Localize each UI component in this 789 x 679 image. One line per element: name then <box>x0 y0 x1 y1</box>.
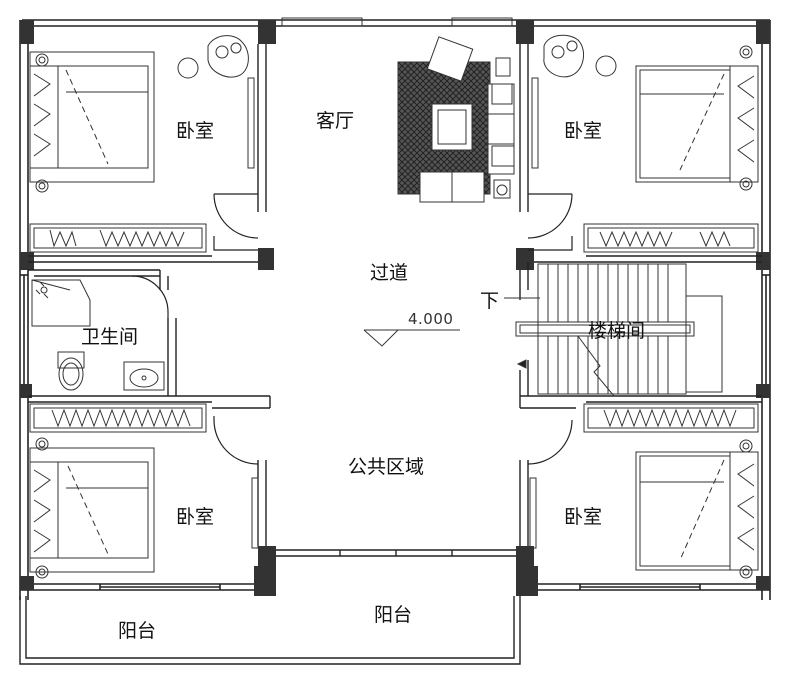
balcony <box>19 596 521 665</box>
bed-top-left <box>29 35 249 193</box>
wardrobe-top-left <box>29 223 207 253</box>
structural-columns <box>20 20 770 596</box>
room-label-living-room: 客厅 <box>316 110 355 132</box>
wardrobe-bottom-left <box>29 403 207 433</box>
stair-direction-label: 下 <box>480 290 500 312</box>
living-room-furniture <box>397 36 515 203</box>
room-label-balcony-left: 阳台 <box>118 620 157 642</box>
doors <box>131 193 573 465</box>
bed-bottom-right <box>635 439 759 579</box>
staircase <box>504 263 723 397</box>
room-label-bedroom-bottom-right: 卧室 <box>564 506 603 528</box>
windows <box>247 17 539 549</box>
elevation-label: 4.000 <box>408 310 454 328</box>
bed-top-right <box>543 34 759 191</box>
bed-bottom-left <box>29 437 155 579</box>
elevation-marker <box>363 329 460 347</box>
room-label-stairwell: 楼梯间 <box>588 320 646 342</box>
bathroom-fixtures <box>31 279 165 391</box>
wardrobe-bottom-right <box>583 403 759 433</box>
room-label-corridor: 过道 <box>370 262 409 284</box>
room-label-balcony-center: 阳台 <box>374 604 413 626</box>
room-label-bedroom-top-left: 卧室 <box>176 120 215 142</box>
wardrobe-top-right <box>583 223 759 253</box>
room-label-bedroom-top-right: 卧室 <box>564 120 603 142</box>
exterior-walls <box>19 19 771 600</box>
room-label-bathroom: 卫生间 <box>81 326 139 348</box>
room-label-public-area: 公共区域 <box>348 456 425 478</box>
room-label-bedroom-bottom-left: 卧室 <box>176 506 215 528</box>
interior-walls <box>28 44 762 557</box>
